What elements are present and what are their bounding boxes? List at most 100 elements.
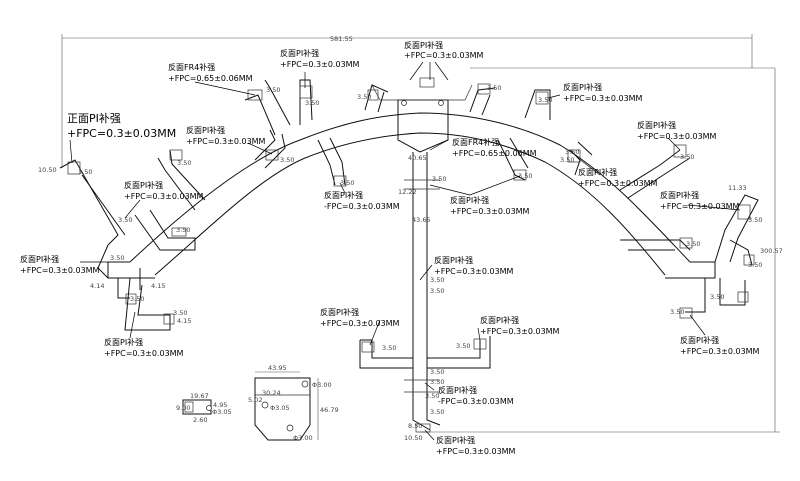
note-19-line2: -FPC=0.3±0.03MM [438, 397, 514, 406]
note-0-line1: 反面PI补强 [404, 40, 443, 50]
note-10-line1: 反面PI补强 [450, 195, 489, 205]
note-17-line1: 反面PI补强 [320, 307, 359, 317]
detail-b: 19.67 4.95 Φ3.05 9.00 2.60 [176, 392, 232, 424]
detail-a-hole-1: Φ3.00 [312, 381, 332, 389]
dim-value: 10.50 [404, 434, 423, 442]
note-18-line2: +FPC=0.3±0.03MM [480, 327, 560, 336]
dim-value: 3.50 [280, 156, 294, 164]
note-0-line2: +FPC=0.3±0.03MM [404, 51, 484, 60]
note-2-line2: +FPC=0.65±0.06MM [168, 74, 253, 83]
dim-value: 3.50 [748, 261, 762, 269]
note-13-line1: 反面PI补强 [578, 167, 617, 177]
dim-value: 3.50 [430, 378, 444, 386]
dim-value: 3.50 [748, 216, 762, 224]
note-18-line1: 反面PI补强 [480, 315, 519, 325]
dim-value: 3.50 [357, 93, 371, 101]
dim-value: 3.50 [686, 240, 700, 248]
dim-value: 3.50 [110, 254, 124, 262]
dim-value: 3.50 [305, 99, 319, 107]
overall-height-value: 300.57 [760, 247, 783, 255]
note-1-line2: +FPC=0.3±0.03MM [280, 60, 360, 69]
note-20-line2: +FPC=0.3±0.03MM [436, 447, 516, 456]
note-14-line1: 反面PI补强 [660, 190, 699, 200]
dim-value: 3.50 [340, 179, 354, 187]
leader-lines [69, 61, 741, 441]
note-16-line1: 反面PI补强 [434, 255, 473, 265]
detail-b-d3: 2.60 [193, 416, 207, 424]
annotation-labels: 反面PI补强 +FPC=0.3±0.03MM 反面PI补强 +FPC=0.3±0… [20, 40, 760, 456]
dim-value: 3.50 [430, 408, 444, 416]
note-12-line2: +FPC=0.3±0.03MM [637, 132, 717, 141]
detail-b-d1: 19.67 [190, 392, 209, 400]
note-3-line1: 正面PI补强 [67, 112, 121, 125]
note-7-line1: 反面PI补强 [104, 337, 143, 347]
note-6-line2: +FPC=0.3±0.03MM [20, 266, 100, 275]
detail-a-width: 43.95 [268, 364, 287, 372]
dimension-values: 3.50 3.50 3.50 3.50 3.50 3.50 3.50 3.50 … [38, 84, 762, 442]
dim-value: 12.22 [398, 188, 417, 196]
detail-a-d2: 5.02 [248, 396, 262, 404]
dim-value: 43.65 [412, 216, 431, 224]
detail-a: 43.95 46.79 30.24 5.02 Φ3.00 Φ3.05 Φ3.00 [248, 364, 339, 442]
note-9-line2: +FPC=0.65±0.06MM [452, 149, 537, 158]
note-19-line1: 反面PI补强 [438, 385, 477, 395]
dim-value: 3.50 [177, 159, 191, 167]
dim-value: 3.50 [430, 287, 444, 295]
dim-value: 3.50 [176, 226, 190, 234]
dim-value: 3.50 [266, 86, 280, 94]
overall-width-value: 581.55 [330, 35, 353, 43]
note-9-line1: 反面FR4补强 [452, 137, 499, 147]
fpc-main-arc [107, 112, 716, 279]
detail-b-d4: 9.00 [176, 404, 190, 412]
top-center-block [371, 77, 473, 153]
dim-value: 3.50 [565, 148, 579, 156]
dim-value: 3.50 [456, 342, 470, 350]
note-4-line2: +FPC=0.3±0.03MM [186, 137, 266, 146]
note-10-line2: +FPC=0.3±0.03MM [450, 207, 530, 216]
detail-b-d2: 4.95 [213, 401, 227, 409]
note-11-line1: 反面PI补强 [563, 82, 602, 92]
note-3-line2: +FPC=0.3±0.03MM [67, 127, 176, 140]
note-6-line1: 反面PI补强 [20, 254, 59, 264]
dim-value: 3.50 [430, 276, 444, 284]
note-7-line2: +FPC=0.3±0.03MM [104, 349, 184, 358]
left-branches [59, 79, 389, 331]
dim-value: 3.50 [710, 293, 724, 301]
note-11-line2: +FPC=0.3±0.03MM [563, 94, 643, 103]
dim-value: 3.50 [173, 309, 187, 317]
dim-value: 4.15 [151, 282, 165, 290]
dim-value: 8.50 [408, 422, 422, 430]
dim-value: 3.50 [680, 153, 694, 161]
dim-value: 4.15 [177, 317, 191, 325]
note-16-line2: +FPC=0.3±0.03MM [434, 267, 514, 276]
note-8-line1: 反面PI补强 [324, 190, 363, 200]
detail-a-hole-0: Φ3.05 [270, 404, 290, 412]
note-13-line2: +FPC=0.3±0.03MM [578, 179, 658, 188]
dim-value: 3.50 [487, 84, 501, 92]
note-17-line2: +FPC=0.3±0.03MM [320, 319, 400, 328]
dim-value: 3.50 [118, 216, 132, 224]
dim-value: 3.50 [432, 175, 446, 183]
note-20-line1: 反面PI补强 [436, 435, 475, 445]
dim-value: 4.14 [90, 282, 104, 290]
note-15-line2: +FPC=0.3±0.03MM [680, 347, 760, 356]
dim-value: 3.50 [670, 308, 684, 316]
dim-value: 40.65 [408, 154, 427, 162]
dim-value: 3.50 [560, 156, 574, 164]
right-branches [469, 83, 759, 319]
dim-value: 3.50 [538, 96, 552, 104]
dim-value: 3.50 [430, 368, 444, 376]
note-12-line1: 反面PI补强 [637, 120, 676, 130]
dim-value: 3.50 [425, 392, 439, 400]
dim-value: 3.50 [518, 172, 532, 180]
note-15-line1: 反面PI补强 [680, 335, 719, 345]
note-2-line1: 反面FR4补强 [168, 62, 215, 72]
overall-width-dimension: 581.55 [61, 34, 753, 168]
central-stem [359, 152, 491, 433]
detail-a-hole-2: Φ3.00 [293, 434, 313, 442]
note-5-line2: +FPC=0.3±0.03MM [124, 192, 204, 201]
overall-height-dimension: 300.57 [420, 67, 783, 433]
dim-value: 3.50 [382, 344, 396, 352]
dim-value: 3.50 [130, 295, 144, 303]
